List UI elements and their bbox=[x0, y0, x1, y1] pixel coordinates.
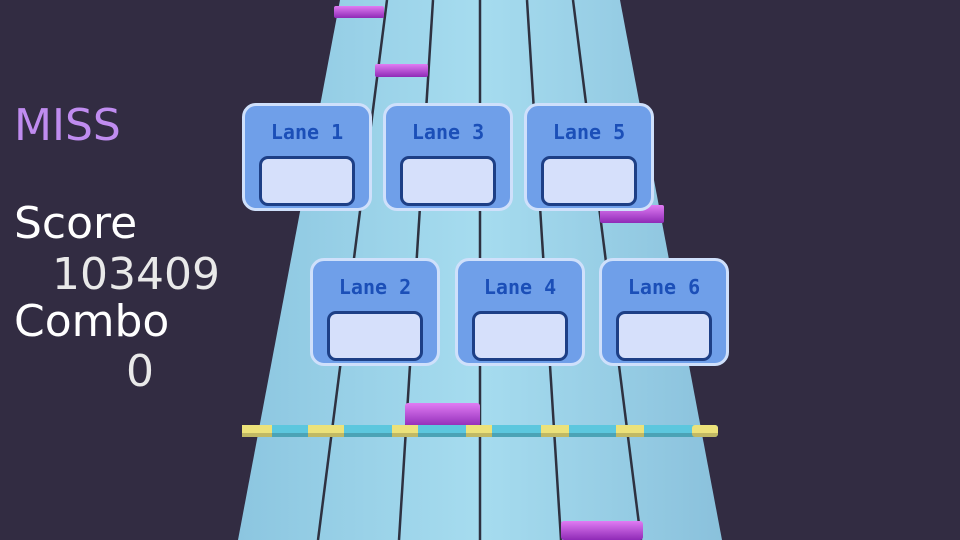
judgement-text: MISS bbox=[14, 100, 121, 151]
combo-label: Combo bbox=[14, 296, 170, 347]
lane-1-slot bbox=[259, 156, 355, 206]
note bbox=[405, 403, 480, 427]
lane-2-slot bbox=[327, 311, 423, 361]
note bbox=[375, 64, 428, 77]
lane-5-button[interactable]: Lane 5 bbox=[524, 103, 654, 211]
score-value: 103409 bbox=[52, 249, 220, 300]
lane-6-label: Lane 6 bbox=[627, 275, 701, 299]
lane-3-slot bbox=[400, 156, 496, 206]
notes bbox=[334, 6, 664, 540]
lane-4-slot bbox=[472, 311, 568, 361]
lane-2-label: Lane 2 bbox=[338, 275, 412, 299]
lane-1-button[interactable]: Lane 1 bbox=[242, 103, 372, 211]
lane-5-slot bbox=[541, 156, 637, 206]
score-label: Score bbox=[14, 198, 138, 249]
lane-6-slot bbox=[616, 311, 712, 361]
lane-1-label: Lane 1 bbox=[270, 120, 344, 144]
lane-2-button[interactable]: Lane 2 bbox=[310, 258, 440, 366]
lane-6-button[interactable]: Lane 6 bbox=[599, 258, 729, 366]
judgement-line bbox=[242, 425, 718, 437]
lane-3-label: Lane 3 bbox=[411, 120, 485, 144]
combo-value: 0 bbox=[126, 346, 154, 397]
note bbox=[561, 521, 643, 540]
lane-4-label: Lane 4 bbox=[483, 275, 557, 299]
lane-5-label: Lane 5 bbox=[552, 120, 626, 144]
lane-4-button[interactable]: Lane 4 bbox=[455, 258, 585, 366]
note bbox=[334, 6, 384, 18]
lane-3-button[interactable]: Lane 3 bbox=[383, 103, 513, 211]
